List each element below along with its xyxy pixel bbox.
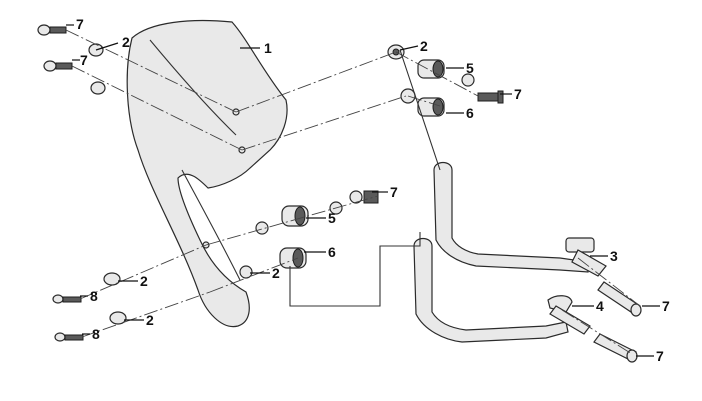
callout-3: 3 — [610, 248, 618, 264]
connection-outline — [289, 49, 441, 307]
windshield — [126, 19, 288, 328]
callout-8: 7 — [656, 348, 664, 364]
callout-6: 6 — [328, 244, 336, 260]
lower-left-hardware — [103, 190, 379, 325]
callout-8: 7 — [662, 298, 670, 314]
callout-2: 2 — [122, 34, 130, 50]
callout-2: 2 — [272, 265, 280, 281]
callout-labels: 7 2 7 1 2 5 7 6 7 5 6 2 2 8 2 8 3 4 7 7 — [76, 16, 670, 364]
assembly-lines — [65, 29, 641, 355]
callout-2: 2 — [420, 38, 428, 54]
callout-7: 8 — [92, 326, 100, 342]
callout-1: 1 — [264, 40, 272, 56]
callout-5: 5 — [466, 60, 474, 76]
mounting-arm-upper — [433, 161, 607, 277]
callout-7: 7 — [514, 86, 522, 102]
leader-lines — [66, 24, 660, 357]
callout-5: 5 — [328, 210, 336, 226]
callout-7: 8 — [90, 288, 98, 304]
callout-7: 7 — [80, 52, 88, 68]
callout-6: 6 — [466, 105, 474, 121]
long-bolts — [593, 281, 642, 363]
mounting-arm-lower — [413, 237, 591, 343]
callout-4: 4 — [596, 298, 604, 314]
callout-2: 2 — [146, 312, 154, 328]
callout-2: 2 — [140, 273, 148, 289]
callout-7: 7 — [390, 184, 398, 200]
upper-right-hardware — [387, 44, 504, 117]
callout-7: 7 — [76, 16, 84, 32]
